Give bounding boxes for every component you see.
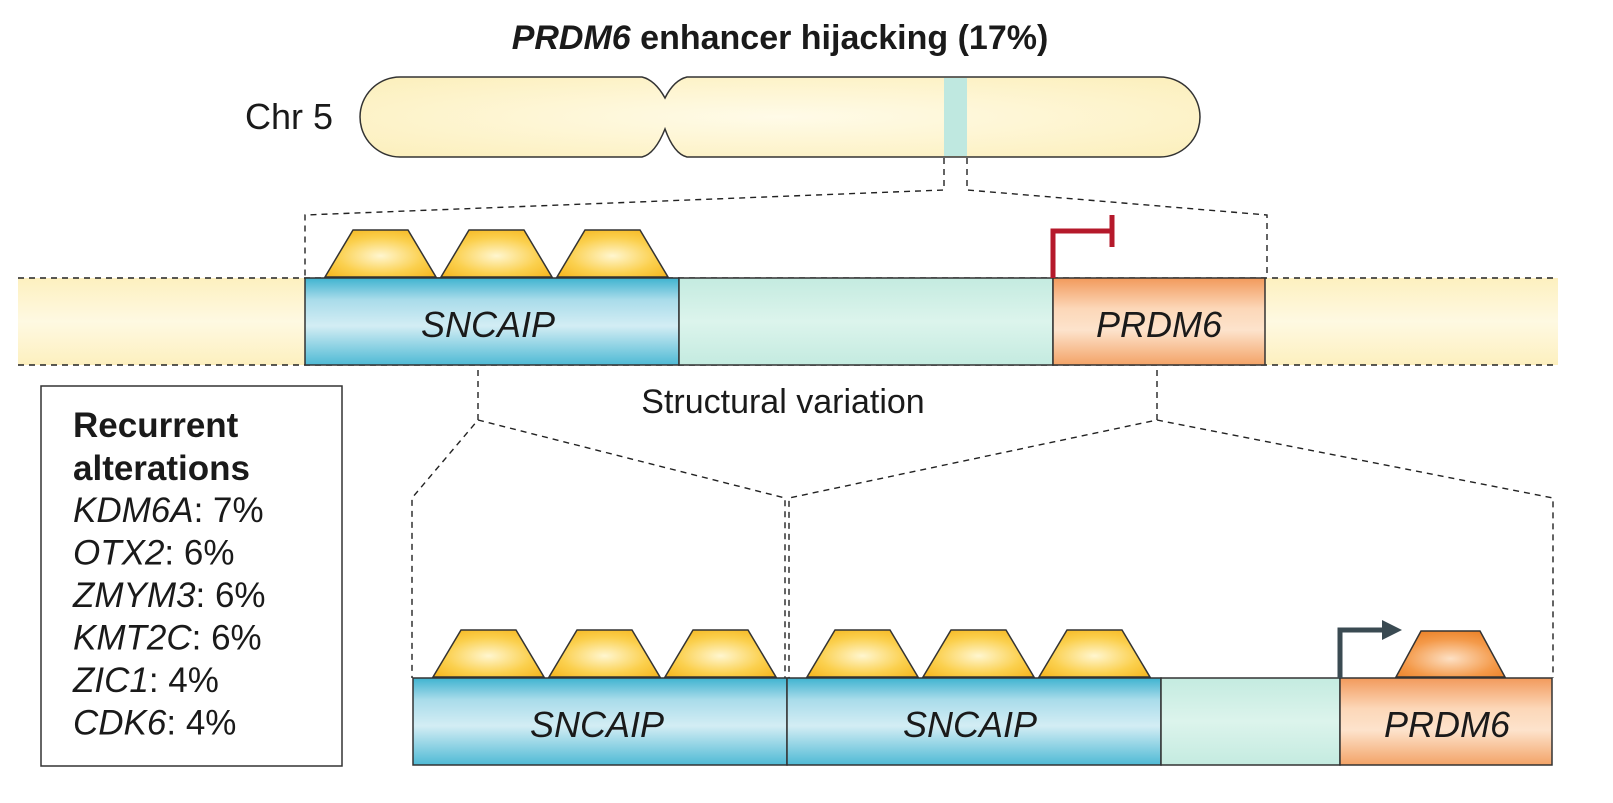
figure-title: PRDM6 enhancer hijacking (17%)	[512, 19, 1049, 57]
sncaip-label-copy2: SNCAIP	[903, 704, 1037, 745]
sncaip-label-copy1: SNCAIP	[530, 704, 664, 745]
legend-item-value: : 6%	[192, 619, 262, 658]
enhancer-icon	[547, 629, 662, 678]
active-promoter-icon	[1337, 627, 1385, 678]
sncaip-gene-block-copy2	[786, 677, 1162, 766]
recurrent-alterations-legend	[40, 385, 343, 767]
legend-item: KDM6A: 7%	[73, 491, 264, 530]
prdm6-expression-icon	[1394, 630, 1507, 678]
legend-item-value: : 7%	[194, 491, 264, 530]
legend-item: ZMYM3: 6%	[72, 576, 266, 615]
chromosome-label: Chr 5	[245, 96, 333, 137]
structural-variation-label: Structural variation	[641, 383, 924, 421]
legend-item-gene: ZMYM3	[72, 576, 196, 615]
sncaip-gene-block	[304, 277, 680, 366]
legend-item-value: : 6%	[164, 534, 234, 573]
legend-item: KMT2C: 6%	[73, 619, 262, 658]
intergenic-region	[678, 277, 1054, 366]
prdm6-label: PRDM6	[1096, 304, 1223, 345]
enhancer-icon	[439, 229, 554, 278]
enhancer-icon	[323, 229, 438, 278]
zoom-line-left	[304, 158, 945, 278]
enhancer-icon	[921, 629, 1036, 678]
enhancer-icon	[805, 629, 920, 678]
sv-zoom-line-mid-right	[788, 370, 1158, 678]
legend-item-value: : 6%	[196, 576, 266, 615]
legend-item: CDK6: 4%	[73, 704, 236, 743]
legend-title-line2: alterations	[73, 449, 250, 488]
legend-item-value: : 4%	[149, 661, 219, 700]
prdm6-gene-block	[1052, 277, 1266, 366]
enhancer-icon	[663, 629, 778, 678]
sncaip-label: SNCAIP	[421, 304, 555, 345]
chromosome-highlight-band	[944, 78, 967, 156]
title-gene: PRDM6	[512, 19, 632, 57]
zoom-line-right	[966, 158, 1268, 278]
legend-item-gene: ZIC1	[72, 661, 149, 700]
prdm6-label-rearranged: PRDM6	[1384, 704, 1511, 745]
repressed-promoter-icon	[1050, 228, 1112, 278]
legend-item-gene: OTX2	[73, 534, 164, 573]
sv-zoom-line-left	[411, 370, 479, 678]
arrow-head-icon	[1382, 620, 1402, 640]
intergenic-region-rearranged	[1160, 677, 1341, 766]
enhancer-icon	[555, 229, 670, 278]
legend-item-gene: CDK6	[73, 704, 167, 743]
legend-title-line1: Recurrent	[73, 406, 239, 445]
chromosome-5	[359, 76, 1201, 158]
prdm6-gene-block-rearranged	[1339, 677, 1553, 766]
enhancer-icon	[431, 629, 546, 678]
sncaip-gene-block-copy1	[412, 677, 788, 766]
enhancer-icon	[1037, 629, 1152, 678]
legend-item-value: : 4%	[166, 704, 236, 743]
legend-item: OTX2: 6%	[73, 534, 234, 573]
sv-zoom-line-right	[1156, 419, 1554, 678]
legend-rows: KDM6A: 7%OTX2: 6%ZMYM3: 6%KMT2C: 6%ZIC1:…	[72, 491, 266, 743]
legend-item: ZIC1: 4%	[72, 661, 219, 700]
legend-item-gene: KMT2C	[73, 619, 192, 658]
legend-item-gene: KDM6A	[73, 491, 194, 530]
title-rest: enhancer hijacking (17%)	[631, 19, 1049, 57]
